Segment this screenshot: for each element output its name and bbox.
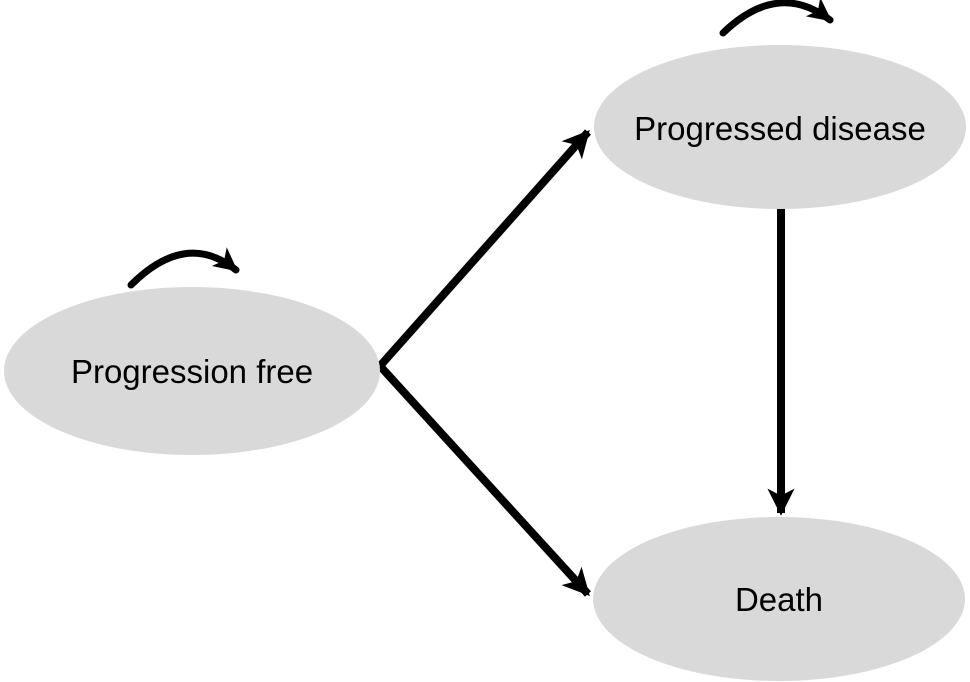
arrow-progression-free-to-death — [377, 363, 591, 597]
node-death: Death — [593, 517, 965, 681]
node-label-death: Death — [735, 581, 823, 618]
node-ellipse-progressed-disease — [594, 45, 966, 209]
self-loop-arrow-progression-free — [127, 247, 240, 289]
node-progressed-disease: Progressed disease — [594, 45, 966, 209]
node-label-progressed-disease: Progressed disease — [634, 110, 926, 147]
node-label-progression-free: Progression free — [71, 353, 313, 390]
node-ellipse-death — [593, 517, 965, 681]
arrow-progression-free-to-progressed-disease — [377, 129, 591, 369]
self-loop-arrow-progressed-disease — [719, 0, 834, 37]
node-ellipse-progression-free — [4, 287, 380, 455]
node-progression-free: Progression free — [4, 287, 380, 455]
